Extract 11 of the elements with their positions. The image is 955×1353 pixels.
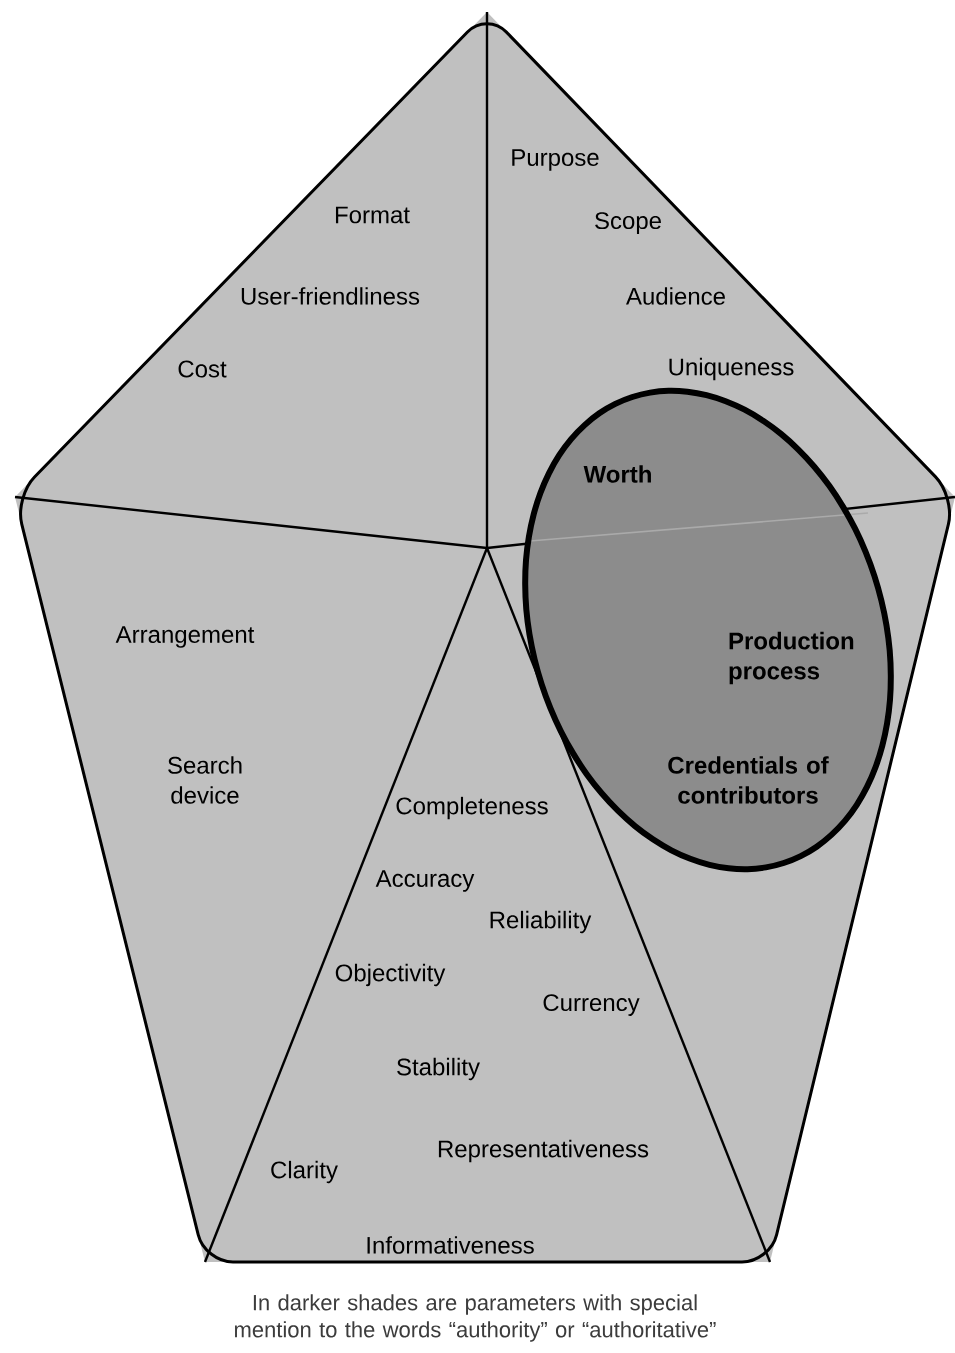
node-label: Cost <box>178 360 227 378</box>
node-label: Accuracy <box>375 870 475 892</box>
node-label: Format <box>335 206 410 224</box>
node-label: User-friendliness <box>241 287 420 305</box>
node-label: Reliability <box>490 910 592 934</box>
pentagon-sector: Format User-friendliness Cost <box>15 12 487 548</box>
node-label: Stability <box>397 1057 480 1081</box>
caption: In darker shades are parameters with special mention to the words “authority” or “authoritative” <box>235 1294 716 1342</box>
node-label: Clarity <box>271 1160 338 1184</box>
node-label: Objectivity <box>335 963 446 987</box>
node-label: Currency <box>543 994 640 1016</box>
